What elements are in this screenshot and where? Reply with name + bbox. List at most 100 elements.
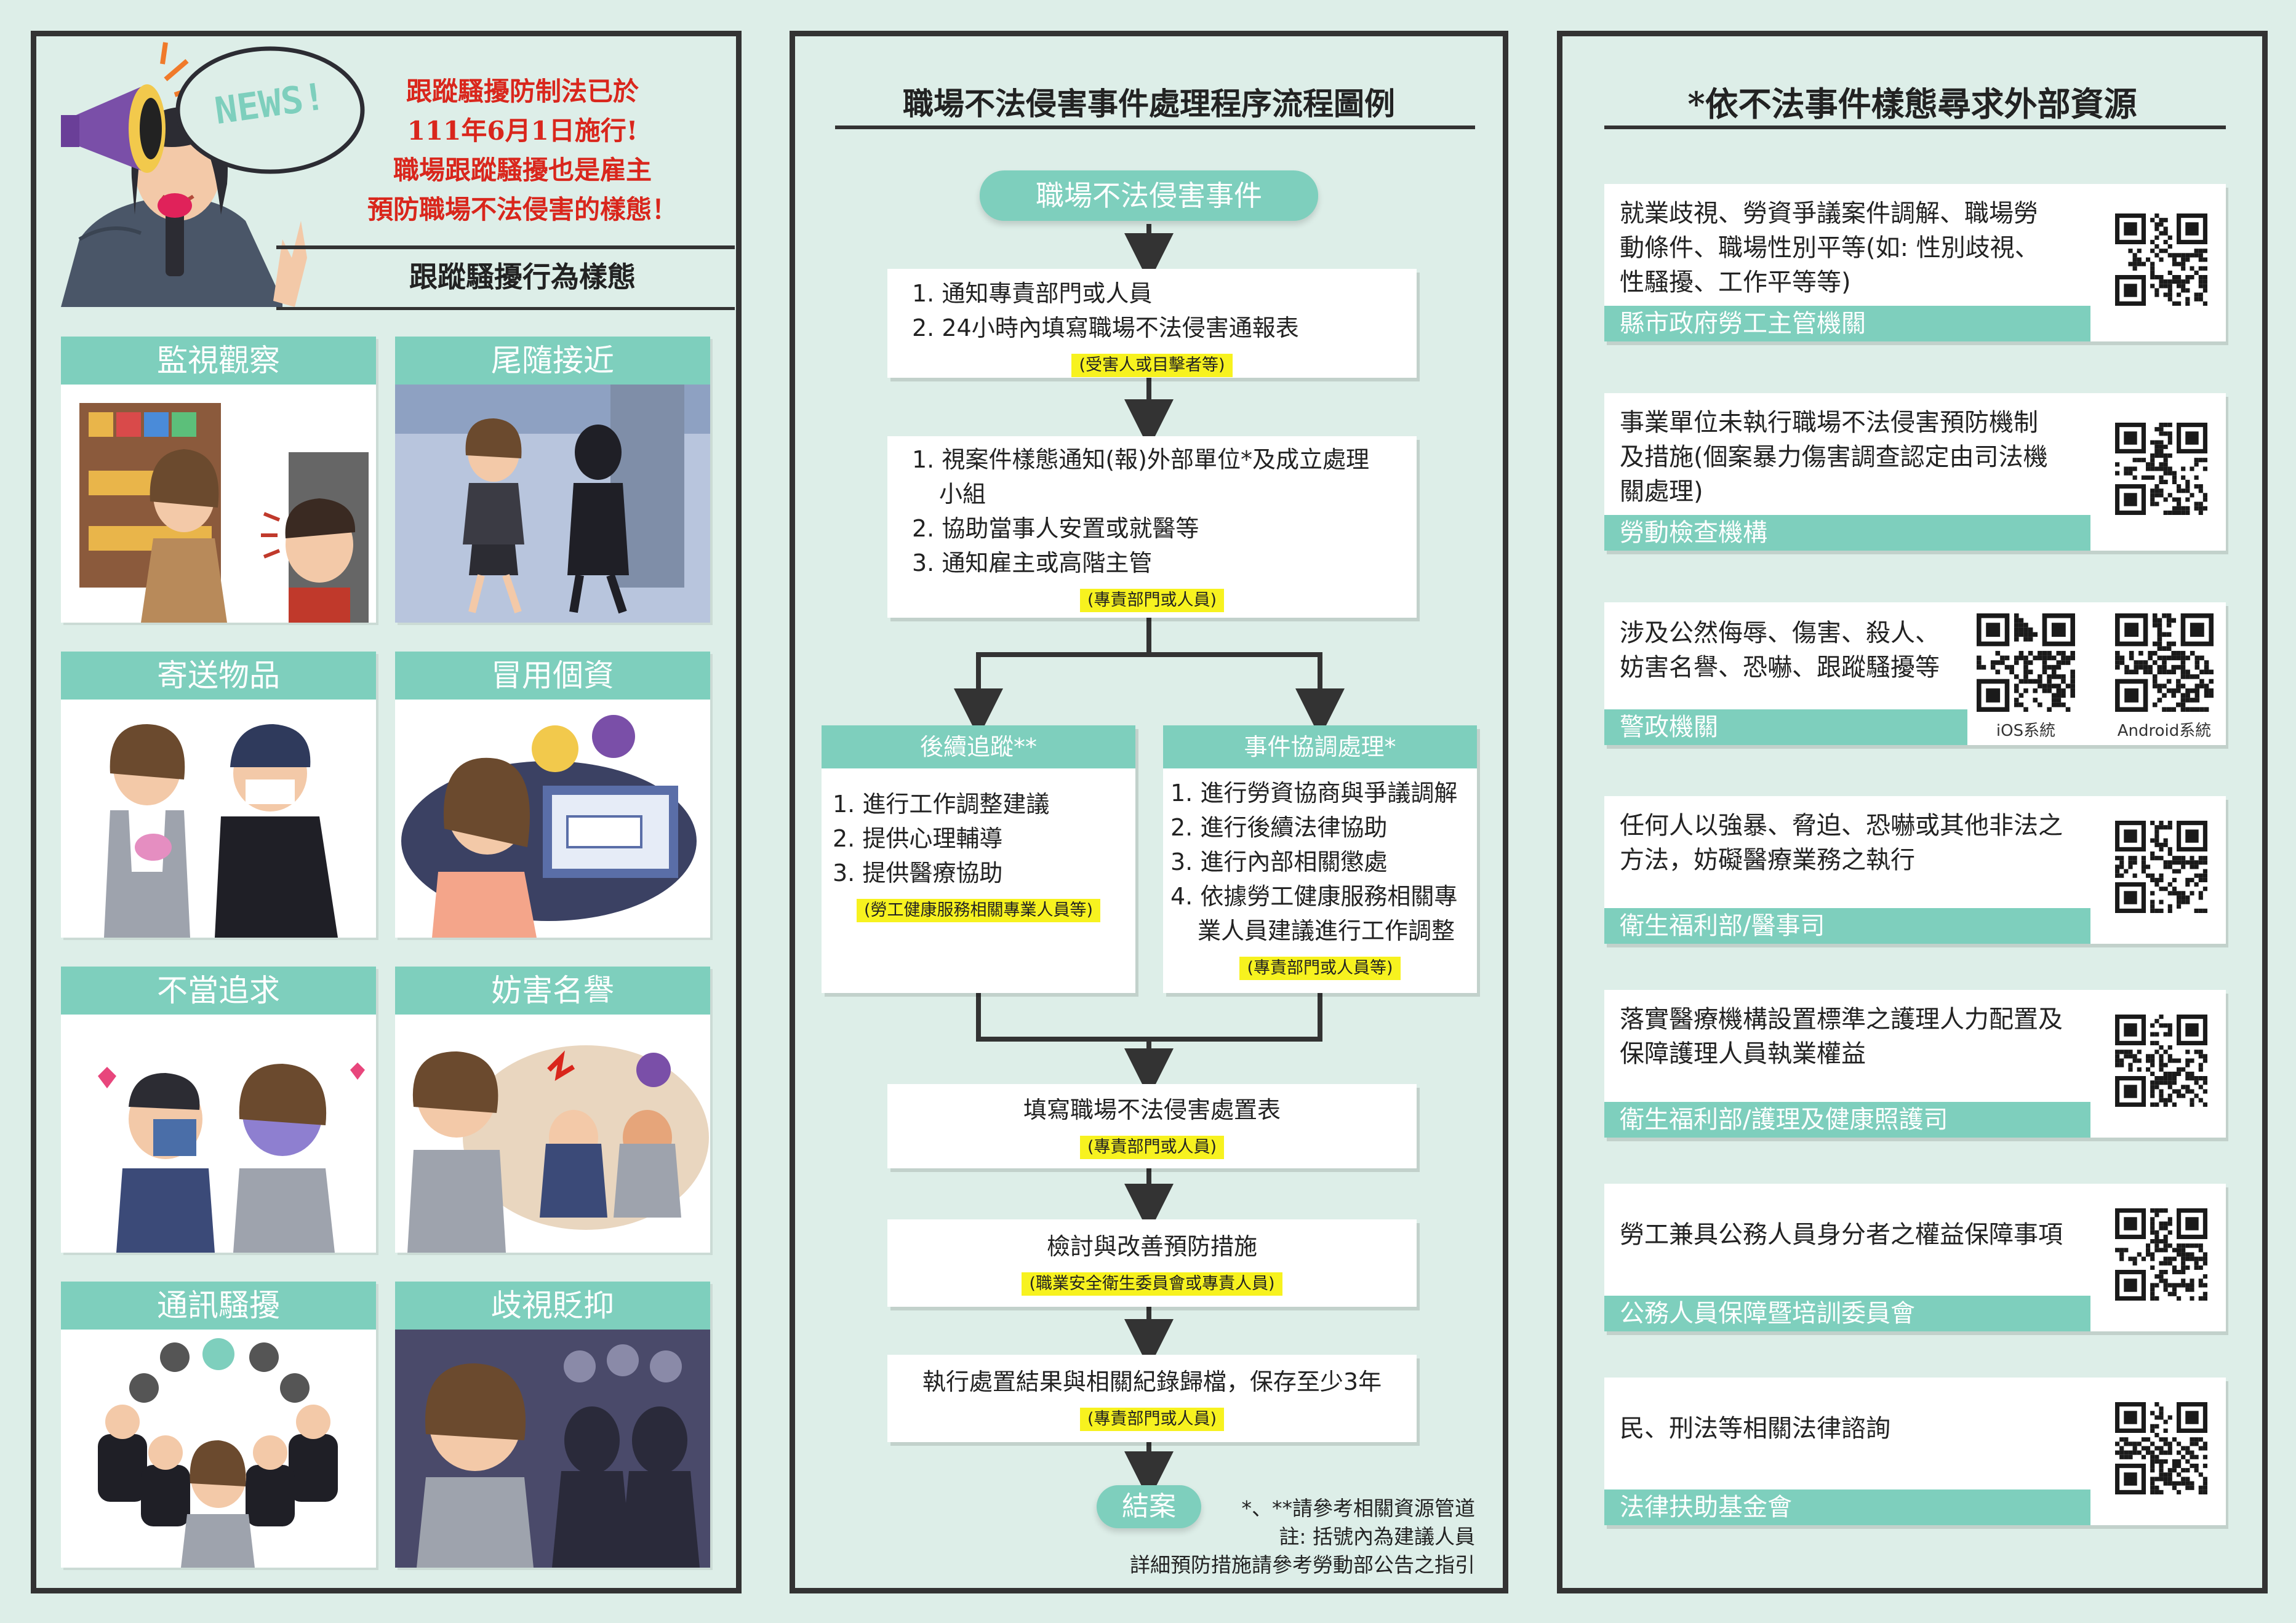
step-item: 2. 24小時內填寫職場不法侵害通報表 — [912, 314, 1299, 341]
card-stalking: 尾隨接近 — [395, 337, 710, 623]
resource-card: 民、刑法等相關法律諮詢 法律扶助基金會 — [1604, 1378, 2226, 1525]
title-underline — [1604, 126, 2226, 129]
qr-label-ios: iOS系統 — [1996, 722, 2056, 740]
resources-title: *依不法事件樣態尋求外部資源 — [1687, 84, 2137, 124]
resource-line: 保障護理人員執業權益 — [1620, 1040, 1866, 1068]
branch-item: 2. 進行後續法律協助 — [1170, 814, 1388, 841]
card-discrimination: 歧視貶抑 — [395, 1282, 710, 1568]
card-identity-misuse: 冒用個資 — [395, 652, 710, 938]
resource-line: 勞工兼具公務人員身分者之權益保障事項 — [1620, 1221, 2063, 1249]
step-item: 小組 — [939, 481, 986, 508]
devil-emoji-icon — [592, 715, 635, 758]
news-line: 111年6月1日施行! — [407, 116, 638, 146]
suggested-person-tag: (專責部門或人員) — [1079, 1408, 1225, 1431]
left-panel: NEWS! 跟蹤騷擾防制法已於 111年6月1日施行! 職場跟蹤騷擾也是雇主 預… — [31, 31, 742, 1593]
flow-connectors — [954, 224, 1345, 1501]
card-title: 冒用個資 — [395, 652, 710, 700]
branch-title: 後續追蹤** — [822, 725, 1135, 768]
step-item: 1. 通知專責部門或人員 — [912, 280, 1153, 307]
suggested-person-tag: (勞工健康服務相關專業人員等) — [856, 899, 1101, 922]
sending-items-illustration — [104, 724, 338, 938]
divider — [276, 245, 735, 249]
branch-item: 業人員建議進行工作調整 — [1198, 917, 1455, 944]
flowchart-title: 職場不法侵害事件處理程序流程圖例 — [903, 86, 1395, 122]
qr-code-ios-icon[interactable] — [1974, 613, 2078, 712]
communication-harassment-illustration — [98, 1338, 338, 1568]
divider — [276, 307, 735, 310]
card-title: 不當追求 — [61, 967, 376, 1015]
branch-item: 4. 依據勞工健康服務相關專 — [1170, 883, 1458, 910]
gift-icon — [135, 834, 172, 861]
step-item: 2. 協助當事人安置或就醫等 — [912, 515, 1199, 542]
card-improper-pursuit: 不當追求 — [61, 967, 376, 1253]
footnote: 註: 括號內為建議人員 — [1279, 1525, 1475, 1549]
resource-line: 妨害名譽、恐嚇、跟蹤騷擾等 — [1620, 653, 1940, 682]
resource-line: 事業單位未執行職場不法侵害預防機制 — [1620, 409, 2038, 437]
resource-description: 涉及公然侮辱、傷害、殺人、 妨害名譽、恐嚇、跟蹤騷擾等 — [1620, 616, 1940, 685]
resource-agency: 衛生福利部/醫事司 — [1604, 908, 2090, 944]
card-defamation: 妨害名譽 — [395, 967, 710, 1253]
resource-line: 方法，妨礙醫療業務之執行 — [1620, 846, 1915, 874]
news-bubble — [175, 46, 365, 174]
suggested-person-tag: (專責部門或人員) — [1079, 589, 1225, 612]
resource-card: 勞工兼具公務人員身分者之權益保障事項 公務人員保障暨培訓委員會 — [1604, 1184, 2226, 1331]
step-item: 3. 通知雇主或高階主管 — [912, 549, 1153, 576]
resource-line: 動條件、職場性別平等(如: 性別歧視、 — [1620, 234, 2039, 262]
branch-item: 2. 提供心理輔導 — [833, 825, 1003, 852]
suggested-person-tag: (職業安全衛生委員會或專責人員) — [1022, 1272, 1282, 1296]
camera-icon — [153, 1119, 196, 1156]
card-title: 通訊騷擾 — [61, 1282, 376, 1330]
resource-card: 落實醫療機構設置標準之護理人力配置及 保障護理人員執業權益 衛生福利部/護理及健… — [1604, 990, 2226, 1138]
resource-agency: 勞動檢查機構 — [1604, 515, 2090, 551]
branch-follow-up: 後續追蹤** 1. 進行工作調整建議 2. 提供心理輔導 3. 提供醫療協助 (… — [822, 725, 1135, 993]
resource-description: 落實醫療機構設置標準之護理人力配置及 保障護理人員執業權益 — [1620, 1002, 2063, 1071]
qr-code-icon[interactable] — [2115, 423, 2207, 515]
right-panel: *依不法事件樣態尋求外部資源 就業歧視、勞資爭議案件調解、職場勞 動條件、職場性… — [1557, 31, 2268, 1593]
news-line: 預防職場不法侵害的樣態！ — [367, 194, 678, 225]
flow-step-archive: 執行處置結果與相關紀錄歸檔，保存至少3年 (專責部門或人員) — [887, 1355, 1417, 1442]
middle-panel: 職場不法侵害事件處理程序流程圖例 職場不法侵害事件 1. 通知專責部門或人員 2… — [790, 31, 1508, 1593]
card-surveillance: 監視觀察 — [61, 337, 376, 623]
branch-item: 3. 進行內部相關懲處 — [1170, 848, 1388, 875]
resource-agency: 法律扶助基金會 — [1604, 1489, 2090, 1525]
card-title: 監視觀察 — [61, 337, 376, 385]
qr-code-icon[interactable] — [2115, 1402, 2207, 1494]
news-line: 職場跟蹤騷擾也是雇主 — [393, 155, 652, 185]
discrimination-illustration — [395, 1330, 710, 1568]
stalking-illustration — [395, 385, 710, 623]
card-title: 妨害名譽 — [395, 967, 710, 1015]
flow-step-notify: 1. 視案件樣態通知(報)外部單位*及成立處理 小組 2. 協助當事人安置或就醫… — [887, 436, 1417, 618]
title-underline — [835, 126, 1475, 129]
footnote: 詳細預防措施請參考勞動部公告之指引 — [1130, 1553, 1475, 1577]
branch-item: 1. 進行勞資協商與爭議調解 — [1170, 780, 1458, 807]
flow-step-disposal-form: 填寫職場不法侵害處置表 (專責部門或人員) — [887, 1084, 1417, 1168]
resource-description: 事業單位未執行職場不法侵害預防機制 及措施(個案暴力傷害調查認定由司法機 關處理… — [1620, 405, 2048, 509]
resource-line: 民、刑法等相關法律諮詢 — [1620, 1414, 1890, 1443]
microphone-icon — [166, 202, 184, 276]
qr-code-android-icon[interactable] — [2112, 613, 2217, 712]
flow-end: 結案 — [1097, 1485, 1201, 1528]
qr-code-icon[interactable] — [2115, 213, 2207, 306]
behavior-heading: 跟蹤騷擾行為樣態 — [409, 260, 636, 293]
card-communication-harassment: 通訊騷擾 — [61, 1282, 376, 1568]
qr-code-icon[interactable] — [2115, 1015, 2207, 1107]
improper-pursuit-illustration — [98, 1063, 365, 1253]
resource-description: 任何人以強暴、脅迫、恐嚇或其他非法之 方法，妨礙醫療業務之執行 — [1620, 808, 2063, 877]
footnotes: *、**請參考相關資源管道 註: 括號內為建議人員 — [1201, 1494, 1476, 1551]
identity-misuse-illustration — [401, 715, 697, 938]
resource-agency: 縣市政府勞工主管機關 — [1604, 306, 2090, 341]
resource-description: 民、刑法等相關法律諮詢 — [1620, 1411, 1890, 1446]
surveillance-illustration — [79, 403, 369, 623]
card-sending-items: 寄送物品 — [61, 652, 376, 938]
faceless-avatars — [129, 1342, 310, 1403]
resource-line: 及措施(個案暴力傷害調查認定由司法機 — [1620, 443, 2048, 471]
step-text: 填寫職場不法侵害處置表 — [1023, 1096, 1281, 1123]
defamation-illustration — [407, 1045, 709, 1253]
qr-code-icon[interactable] — [2115, 821, 2207, 913]
qr-label-android: Android系統 — [2117, 722, 2212, 740]
devil-emoji-icon — [532, 725, 578, 772]
megaphone-icon — [61, 42, 204, 173]
qr-code-icon[interactable] — [2115, 1208, 2207, 1301]
resource-description: 勞工兼具公務人員身分者之權益保障事項 — [1620, 1218, 2063, 1252]
flow-step-report: 1. 通知專責部門或人員 2. 24小時內填寫職場不法侵害通報表 (受害人或目擊… — [887, 269, 1417, 378]
